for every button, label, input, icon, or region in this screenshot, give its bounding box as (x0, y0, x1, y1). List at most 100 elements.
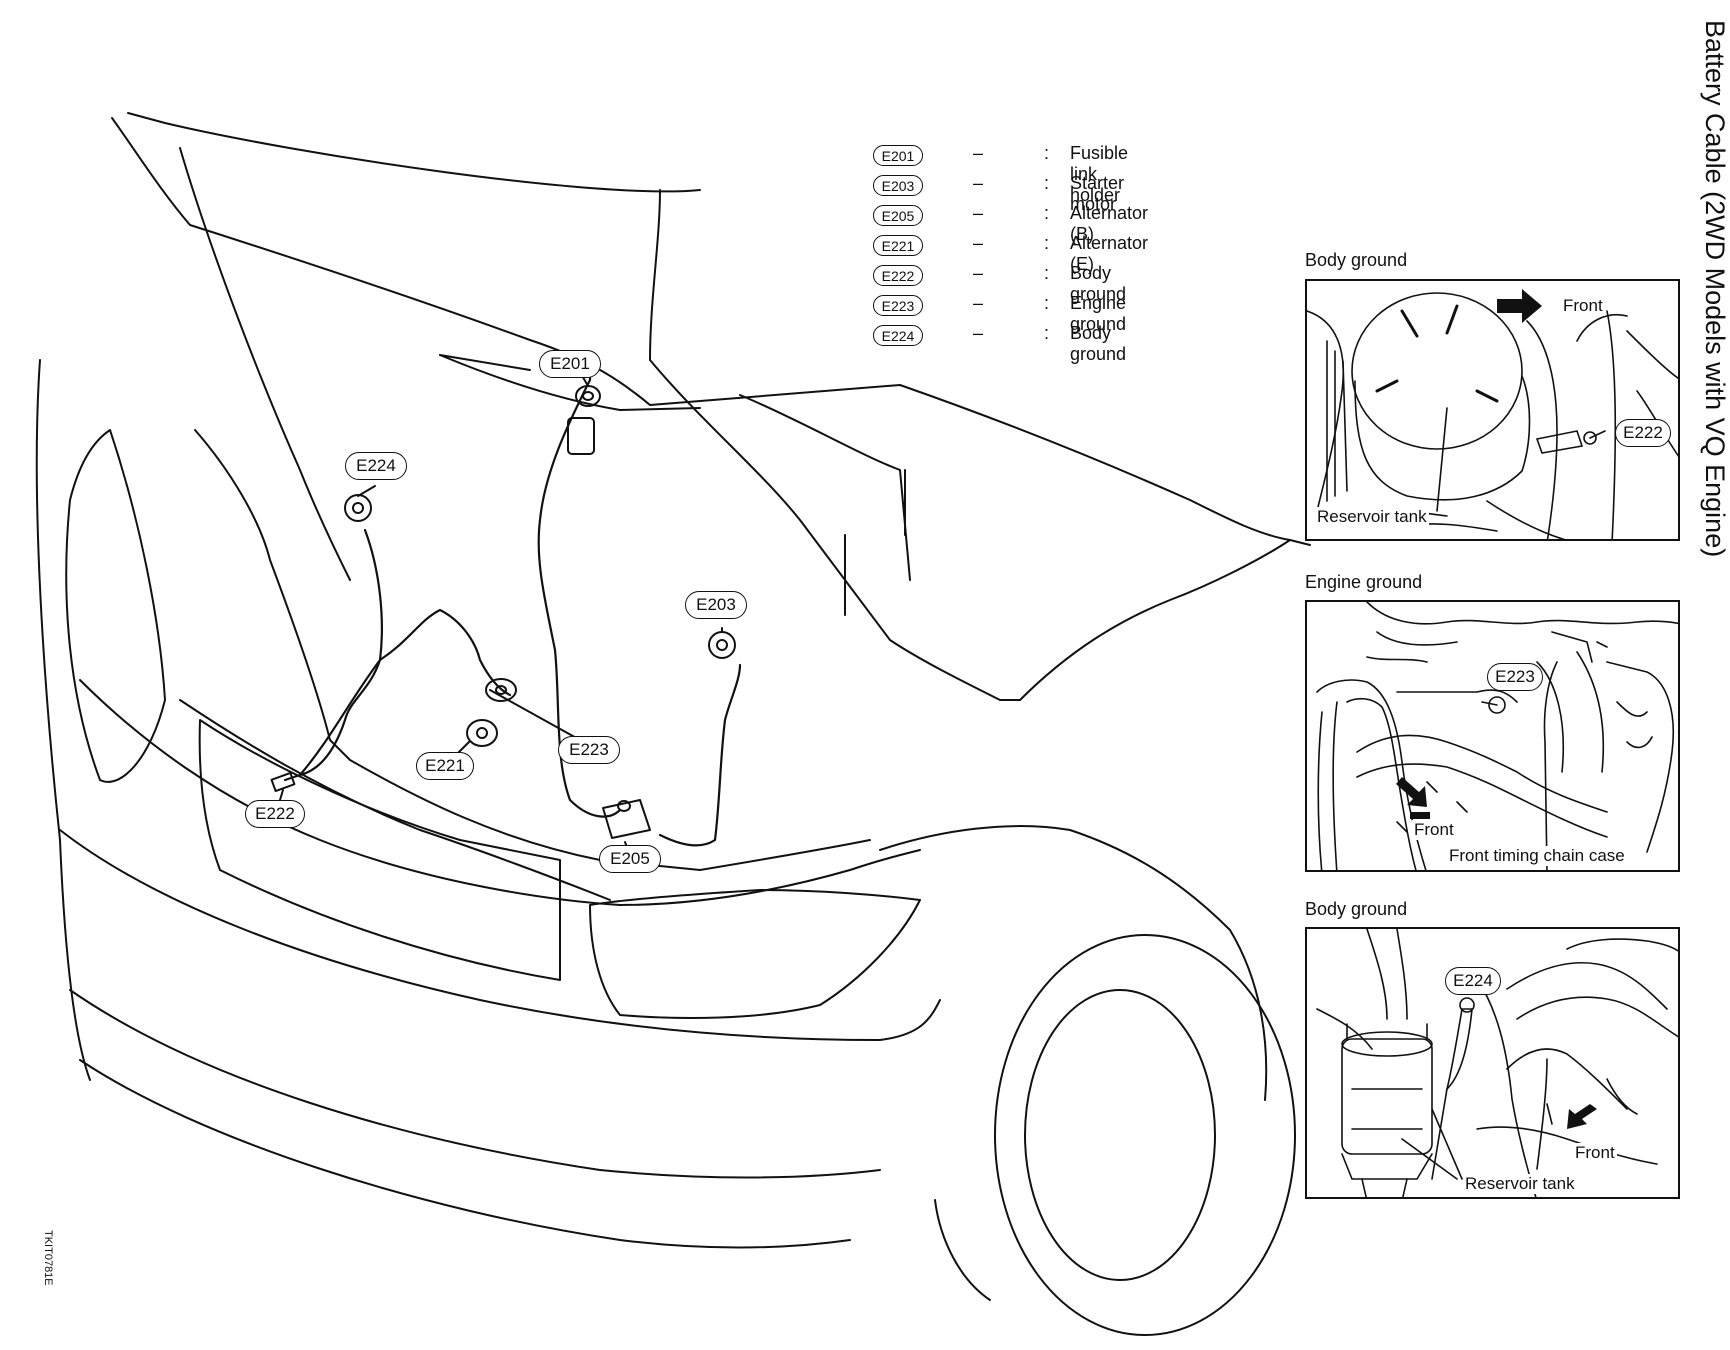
panel-2-callout: E223 (1487, 663, 1543, 691)
legend-colon: : (1044, 323, 1050, 343)
harness-main (298, 608, 512, 777)
terminal-e205 (602, 799, 651, 839)
panel-2-caption: Engine ground (1305, 572, 1423, 592)
left-fender (35, 359, 91, 1081)
hood-right-line (649, 189, 1021, 701)
front-grille-top (179, 699, 611, 901)
detail-panel-engine-ground-e223: E223 Front Front timing chain case (1305, 600, 1680, 872)
panel-1-tank-label: Reservoir tank (1315, 507, 1429, 527)
legend-colon: : (1044, 143, 1050, 163)
front-arrow-icon (1567, 1104, 1597, 1129)
ground-bolt (1459, 997, 1475, 1013)
legend-code: E205 (873, 205, 923, 226)
reservoir-cap (1351, 292, 1523, 450)
detail-panel-body-ground-e222: Front E222 Reservoir tank (1305, 279, 1680, 541)
hose (1356, 734, 1608, 813)
ground-bolt (1583, 431, 1597, 445)
legend-code: E221 (873, 235, 923, 256)
legend-dash: – (973, 233, 984, 253)
front-arrow-icon (1497, 289, 1542, 323)
panel-2-illustration (1316, 602, 1678, 870)
legend-colon: : (1044, 233, 1050, 253)
legend-desc: Alternator (B) (1070, 203, 1149, 244)
legend-dash: – (973, 263, 984, 283)
legend-colon: : (1044, 203, 1050, 223)
panel-1-front-label: Front (1561, 296, 1605, 316)
front-wheel-inner (1024, 989, 1216, 1281)
image-code-text: TKIT0781E (42, 1230, 54, 1286)
panel-3-caption: Body ground (1305, 899, 1408, 919)
image-code: TKIT0781E (40, 1230, 60, 1350)
legend-code: E203 (873, 175, 923, 196)
terminal-e221 (466, 719, 498, 747)
terminal-e222 (270, 771, 296, 793)
callout-e223: E223 (558, 736, 620, 764)
front-wheel-outer (994, 934, 1296, 1336)
terminal-e223 (485, 678, 517, 702)
cowl-line (439, 354, 531, 371)
panel-2-front-label: Front (1412, 820, 1456, 840)
panel-2-case-label: Front timing chain case (1447, 846, 1627, 866)
bumper-lower (69, 989, 881, 1179)
legend-colon: : (1044, 173, 1050, 193)
panel-3-callout: E224 (1445, 967, 1501, 995)
legend-code: E201 (873, 145, 923, 166)
hood-outline (111, 117, 1311, 546)
legend-dash: – (973, 323, 984, 343)
legend-dash: – (973, 173, 984, 193)
harness-e224 (283, 528, 383, 782)
page-title: Battery Cable (2WD Models with VQ Engine… (1700, 20, 1730, 650)
bumper-top (79, 679, 921, 906)
right-headlight (589, 889, 921, 1019)
legend-dash: – (973, 143, 984, 163)
legend-dash: – (973, 203, 984, 223)
legend-desc: Starter motor (1070, 173, 1125, 214)
legend-desc: Fusible link holder (1070, 143, 1129, 205)
bumper-face (59, 829, 941, 1041)
windshield-base (127, 112, 701, 193)
detail-panel-body-ground-e224: E224 Front Reservoir tank (1305, 927, 1680, 1199)
legend-colon: : (1044, 263, 1050, 283)
hood-crease (439, 354, 701, 411)
grille (198, 719, 561, 981)
callout-e222: E222 (245, 800, 305, 828)
callout-e203: E203 (685, 591, 747, 619)
front-arrow-icon (1396, 777, 1427, 807)
engine-bay (194, 429, 871, 871)
legend-code: E223 (873, 295, 923, 316)
fender-lip (934, 1199, 991, 1301)
legend-desc: Body ground (1070, 263, 1127, 304)
callout-e224: E224 (345, 452, 407, 480)
harness-e223-ground (489, 689, 581, 741)
terminal-e203 (708, 631, 736, 659)
legend-desc: Alternator (E) (1070, 233, 1149, 274)
callout-e205: E205 (599, 845, 661, 873)
reservoir-body (1341, 1038, 1433, 1155)
left-headlight (65, 429, 166, 783)
callout-e201: E201 (539, 350, 601, 378)
callout-e221: E221 (416, 752, 474, 780)
legend-desc: Engine ground (1070, 293, 1127, 334)
legend-code: E222 (873, 265, 923, 286)
legend-desc: Body ground (1070, 323, 1127, 364)
panel-1-illustration (1307, 289, 1678, 539)
legend-code: E224 (873, 325, 923, 346)
legend-colon: : (1044, 293, 1050, 313)
legend-dash: – (973, 293, 984, 313)
panel-1-callout: E222 (1615, 419, 1671, 447)
bumper-bottom (79, 1059, 851, 1249)
panel-3-front-label: Front (1573, 1143, 1617, 1163)
panel-1-caption: Body ground (1305, 250, 1408, 270)
hood-right-rear (1019, 539, 1291, 701)
right-fender (879, 825, 1268, 1101)
page-title-text: Battery Cable (2WD Models with VQ Engine… (1700, 20, 1730, 558)
terminal-e224 (344, 494, 372, 522)
hood-left-edge (179, 147, 351, 581)
panel-3-illustration (1316, 929, 1678, 1197)
ground-bolt (1488, 696, 1506, 714)
harness-e205 (658, 663, 742, 847)
panel-3-tank-label: Reservoir tank (1463, 1174, 1577, 1194)
terminal-fusible (567, 417, 595, 455)
